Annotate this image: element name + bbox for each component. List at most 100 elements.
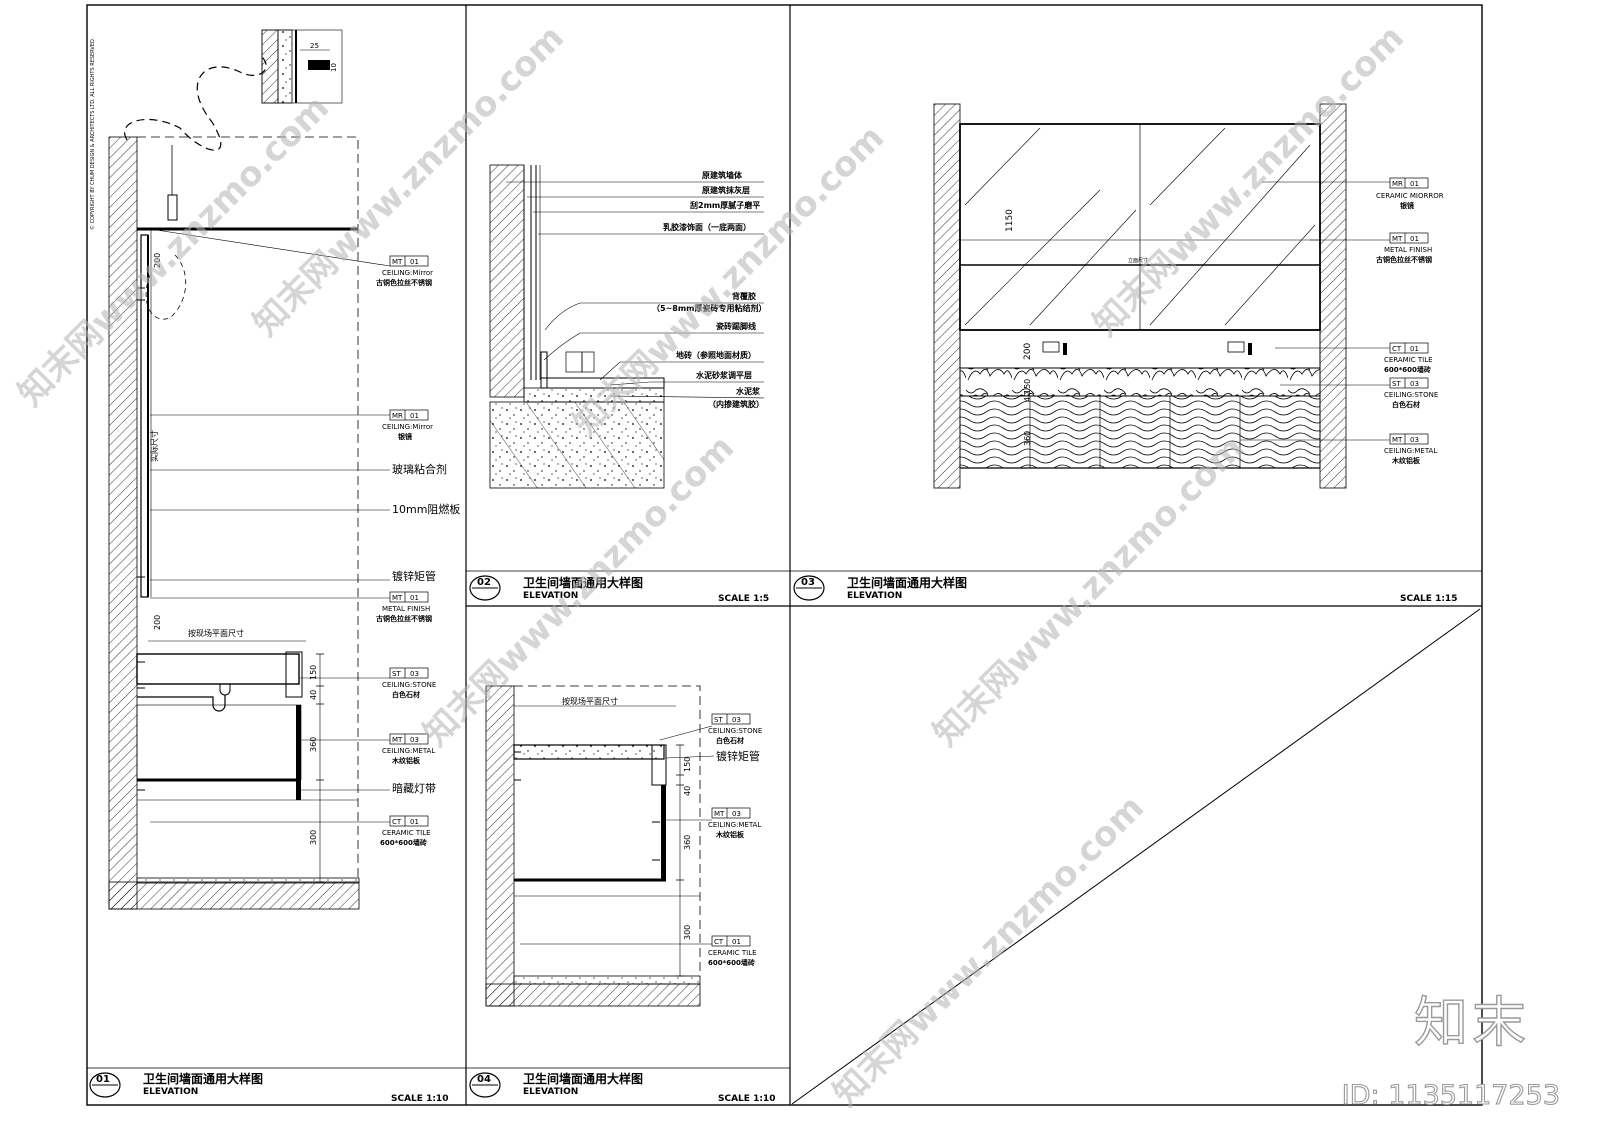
svg-text:ST: ST xyxy=(392,670,401,678)
p04-dim-150: 150 xyxy=(683,757,692,772)
svg-text:银镜: 银镜 xyxy=(1400,201,1414,210)
copyright-text: © COPYRIGHT BY CHUM DESIGN & ARCHITECTS … xyxy=(89,37,96,230)
panel-01-drawing: 25 10 200 实际尺寸 200 按现场平面尺寸 150 40 360 30… xyxy=(108,29,391,910)
svg-text:03: 03 xyxy=(1410,436,1419,444)
p03-title: 卫生间墙面通用大样图 xyxy=(847,575,967,590)
p02-scale: SCALE 1:5 xyxy=(718,594,769,604)
p03-number: 03 xyxy=(801,577,815,588)
svg-text:ST: ST xyxy=(714,716,723,724)
svg-text:600*600墙砖: 600*600墙砖 xyxy=(708,958,755,967)
svg-text:CT: CT xyxy=(714,938,724,946)
p03-dim-site: 立面尺寸 xyxy=(1128,257,1148,264)
svg-text:古铜色拉丝不锈钢: 古铜色拉丝不锈钢 xyxy=(1376,255,1432,264)
svg-text:03: 03 xyxy=(410,736,419,744)
svg-text:METAL FINISH: METAL FINISH xyxy=(1384,246,1432,254)
svg-text:MT: MT xyxy=(392,594,403,602)
p02-number: 02 xyxy=(477,577,491,588)
watermark-brand: 知末 xyxy=(1413,990,1530,1054)
p04-subtitle: ELEVATION xyxy=(523,1087,578,1097)
svg-text:CT: CT xyxy=(1392,345,1402,353)
svg-text:CEILING:STONE: CEILING:STONE xyxy=(708,727,762,735)
p04-dim-40: 40 xyxy=(683,786,692,796)
svg-text:01: 01 xyxy=(1410,345,1419,353)
p01-scale: SCALE 1:10 xyxy=(391,1094,448,1104)
p04-dim-300: 300 xyxy=(683,925,692,940)
svg-text:CEILING:Mirror: CEILING:Mirror xyxy=(382,423,433,431)
p04-scale: SCALE 1:10 xyxy=(718,1094,775,1104)
svg-text:CERAMIC TILE: CERAMIC TILE xyxy=(382,829,431,837)
sheet-frame xyxy=(86,4,1483,1106)
svg-text:01: 01 xyxy=(732,938,741,946)
panel-02-drawing xyxy=(489,164,765,489)
p01-dim-40: 40 xyxy=(309,690,318,700)
svg-text:MT: MT xyxy=(714,810,725,818)
svg-text:01: 01 xyxy=(1410,235,1419,243)
p02-note-3: 乳胶漆饰面（一底两面） xyxy=(663,222,751,232)
svg-text:白色石材: 白色石材 xyxy=(1392,400,1420,409)
svg-text:01: 01 xyxy=(410,412,419,420)
svg-text:MT: MT xyxy=(1392,235,1403,243)
p01-dim-200a: 200 xyxy=(153,253,162,268)
p02-note-1: 原建筑抹灰层 xyxy=(702,185,750,195)
svg-text:600*600墙砖: 600*600墙砖 xyxy=(1384,365,1431,374)
svg-text:600*600墙砖: 600*600墙砖 xyxy=(380,838,427,847)
p03-dim-1150: 1150 xyxy=(1005,209,1015,232)
p04-dim-site: 按现场平面尺寸 xyxy=(562,696,618,706)
p01-note-light: 暗藏灯带 xyxy=(392,781,436,795)
svg-text:CEILING:METAL: CEILING:METAL xyxy=(382,747,435,755)
p02-note-0: 原建筑墙体 xyxy=(702,170,743,180)
svg-text:MR: MR xyxy=(1392,180,1403,188)
svg-text:01: 01 xyxy=(1410,180,1419,188)
svg-text:MT: MT xyxy=(392,258,403,266)
p02-note-7: 地砖（参照地面材质） xyxy=(676,350,756,360)
svg-text:白色石材: 白色石材 xyxy=(716,736,744,745)
svg-text:CERAMIC TILE: CERAMIC TILE xyxy=(1384,356,1433,364)
p01-dim-300: 300 xyxy=(309,830,318,845)
p02-note-4: 背覆胶 xyxy=(732,291,756,301)
p02-subtitle: ELEVATION xyxy=(523,591,578,601)
svg-text:MT: MT xyxy=(1392,436,1403,444)
p01-dim-150: 150 xyxy=(309,665,318,680)
p04-dim-360: 360 xyxy=(683,835,692,850)
p02-note-10: （内掺建筑胶） xyxy=(708,399,764,409)
panel-04-drawing: 按现场平面尺寸 150 40 360 300 xyxy=(485,685,715,1007)
panel-03-drawing: 1150 立面尺寸 200 150 40 360 xyxy=(933,103,1390,489)
svg-text:METAL FINISH: METAL FINISH xyxy=(382,605,430,613)
svg-text:白色石材: 白色石材 xyxy=(392,690,420,699)
p02-note-5: （5~8mm厚瓷砖专用粘结剂） xyxy=(652,303,767,313)
p01-dim-25: 25 xyxy=(310,42,319,50)
svg-text:木纹铝板: 木纹铝板 xyxy=(391,756,421,765)
p04-title: 卫生间墙面通用大样图 xyxy=(523,1071,643,1086)
p03-dim-150: 150 xyxy=(1023,379,1032,394)
p03-dim-360: 360 xyxy=(1023,431,1032,446)
svg-text:01: 01 xyxy=(410,818,419,826)
svg-text:银镜: 银镜 xyxy=(398,432,412,441)
svg-text:03: 03 xyxy=(732,716,741,724)
svg-text:03: 03 xyxy=(410,670,419,678)
p01-dim-site: 按现场平面尺寸 xyxy=(188,628,244,638)
svg-text:MT: MT xyxy=(392,736,403,744)
p02-title: 卫生间墙面通用大样图 xyxy=(523,575,643,590)
svg-text:古铜色拉丝不锈钢: 古铜色拉丝不锈钢 xyxy=(376,614,432,623)
p01-title-block: 01 卫生间墙面通用大样图 ELEVATION SCALE 1:10 xyxy=(89,1071,448,1104)
svg-text:木纹铝板: 木纹铝板 xyxy=(715,830,745,839)
p01-note-glue: 玻璃粘合剂 xyxy=(392,462,447,476)
watermark-id: ID: 1135117253 xyxy=(1341,1079,1560,1111)
svg-text:CEILING:METAL: CEILING:METAL xyxy=(1384,447,1437,455)
p02-title-block: 02 卫生间墙面通用大样图 ELEVATION SCALE 1:5 xyxy=(469,575,769,604)
p01-dim-actual: 实际尺寸 xyxy=(149,430,159,462)
p01-title: 卫生间墙面通用大样图 xyxy=(143,1071,263,1086)
p03-scale: SCALE 1:15 xyxy=(1400,594,1457,604)
